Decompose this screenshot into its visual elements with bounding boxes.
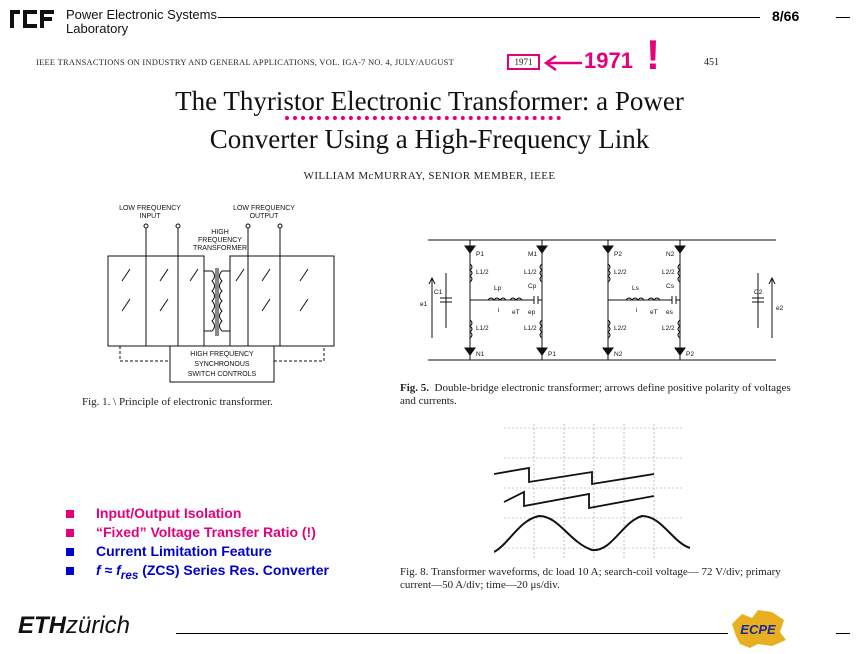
fig5-label-l2a: L2/2 <box>614 269 627 276</box>
fig5-label-l1b: L1/2 <box>524 269 537 276</box>
fig1-label-hf-1: HIGH <box>211 229 229 236</box>
fig5-label-i1: i <box>498 307 499 314</box>
fig5-label-ep: ep <box>528 309 536 316</box>
fig5-label-l1c: L1/2 <box>476 325 489 332</box>
fig5-caption: Fig. 5. Double-bridge electronic transfo… <box>400 382 800 408</box>
fig5-label-lp: Lp <box>494 285 502 292</box>
fig5-schematic: e1 e2 C1 C2 P1 M1 N1 P1 P2 N2 N2 P2 L1/2… <box>420 239 784 361</box>
fig1-label-hf-3: TRANSFORMER <box>193 245 247 252</box>
fig5-label-l2c: L2/2 <box>614 325 627 332</box>
fig1-label-ctrl-1: HIGH FREQUENCY <box>190 351 254 358</box>
fig5-label-e2: e2 <box>776 305 784 312</box>
fig5-label-n2b: N2 <box>614 351 623 358</box>
fig1-schematic: LOW FREQUENCY INPUT LOW FREQUENCY OUTPUT… <box>107 205 335 383</box>
title-highlight-underline <box>285 116 561 120</box>
fig1-label-lf-input-1: LOW FREQUENCY <box>119 205 181 212</box>
pes-logo-icon <box>10 10 54 28</box>
page-number: 8/66 <box>772 8 800 24</box>
fig5-label-es: es <box>666 309 674 316</box>
fig5-caption-text: Double-bridge electronic transformer; ar… <box>400 382 791 407</box>
fig5-label-ls: Ls <box>632 285 640 292</box>
fig5-label-et2: eT <box>650 309 658 316</box>
journal-line: IEEE TRANSACTIONS ON INDUSTRY AND GENERA… <box>36 58 455 67</box>
fig1-label-hf-2: FREQUENCY <box>198 237 242 244</box>
lab-name: Power Electronic Systems Laboratory <box>66 8 217 36</box>
bullet-square-icon <box>66 510 74 518</box>
arrow-left-icon <box>543 54 582 72</box>
bullet-list: Input/Output Isolation “Fixed” Voltage T… <box>66 504 329 585</box>
fig5-label-c1: C1 <box>434 289 443 296</box>
fig5-label-n1: N1 <box>476 351 485 358</box>
bullet-square-icon <box>66 548 74 556</box>
lab-name-line2: Laboratory <box>66 21 129 36</box>
journal-year-highlight: 1971 <box>507 54 540 70</box>
fig5-label-p2b: P2 <box>686 351 694 358</box>
fig5-label-p1b: P1 <box>548 351 556 358</box>
fig5-label-l1d: L1/2 <box>524 325 537 332</box>
fig5-caption-label: Fig. 5. <box>400 382 430 394</box>
paper-title-line1: The Thyristor Electronic Transformer: a … <box>175 86 684 116</box>
fig5-label-p2: P2 <box>614 251 622 258</box>
original-page-number: 451 <box>704 57 719 68</box>
fig5-label-c2: C2 <box>754 289 763 296</box>
bullet-item: f ≈ fres (ZCS) Series Res. Converter <box>66 561 329 585</box>
fig5-label-cs: Cs <box>666 283 675 290</box>
year-callout: 1971 <box>584 48 633 73</box>
header-dash <box>836 17 850 18</box>
ecpe-logo-icon: ECPE <box>732 610 786 648</box>
fig5-label-n2: N2 <box>666 251 675 258</box>
bullet-item: Current Limitation Feature <box>66 542 329 561</box>
fig5-label-cp: Cp <box>528 283 537 290</box>
fig5-label-e1: e1 <box>420 301 428 308</box>
bullet-item: Input/Output Isolation <box>66 504 329 523</box>
fig8-oscillogram <box>494 424 691 558</box>
footer-rule <box>176 633 728 634</box>
fig5-label-et1: eT <box>512 309 520 316</box>
fig5-label-p1: P1 <box>476 251 484 258</box>
header-rule <box>218 17 760 18</box>
exclamation-mark: ! <box>646 31 660 78</box>
fig1-label-ctrl-2: SYNCHRONOUS <box>194 361 250 368</box>
fig5-label-l2d: L2/2 <box>662 325 675 332</box>
paper-title-line2: Converter Using a High-Frequency Link <box>209 124 650 154</box>
bullet-square-icon <box>66 567 74 575</box>
fig5-label-l1a: L1/2 <box>476 269 489 276</box>
fig1-label-ctrl-3: SWITCH CONTROLS <box>188 371 257 378</box>
fig1-label-lf-output-1: LOW FREQUENCY <box>233 205 295 212</box>
fig8-caption: Fig. 8. Transformer waveforms, dc load 1… <box>400 566 781 591</box>
ecpe-logo-text: ECPE <box>740 622 776 637</box>
bullet-item: “Fixed” Voltage Transfer Ratio (!) <box>66 523 329 542</box>
eth-zurich-logo: ETHzürich <box>18 612 131 639</box>
fig5-label-m1: M1 <box>528 251 537 258</box>
footer-dash <box>836 633 850 634</box>
lab-name-line1: Power Electronic Systems <box>66 7 217 22</box>
paper-author: WILLIAM McMURRAY, SENIOR MEMBER, IEEE <box>303 170 556 182</box>
fig1-label-lf-output-2: OUTPUT <box>250 213 280 220</box>
fig1-caption: Fig. 1. \ Principle of electronic transf… <box>82 396 273 408</box>
fig5-label-l2b: L2/2 <box>662 269 675 276</box>
fig1-label-lf-input-2: INPUT <box>140 213 162 220</box>
bullet-square-icon <box>66 529 74 537</box>
fig5-label-i2: i <box>636 307 637 314</box>
